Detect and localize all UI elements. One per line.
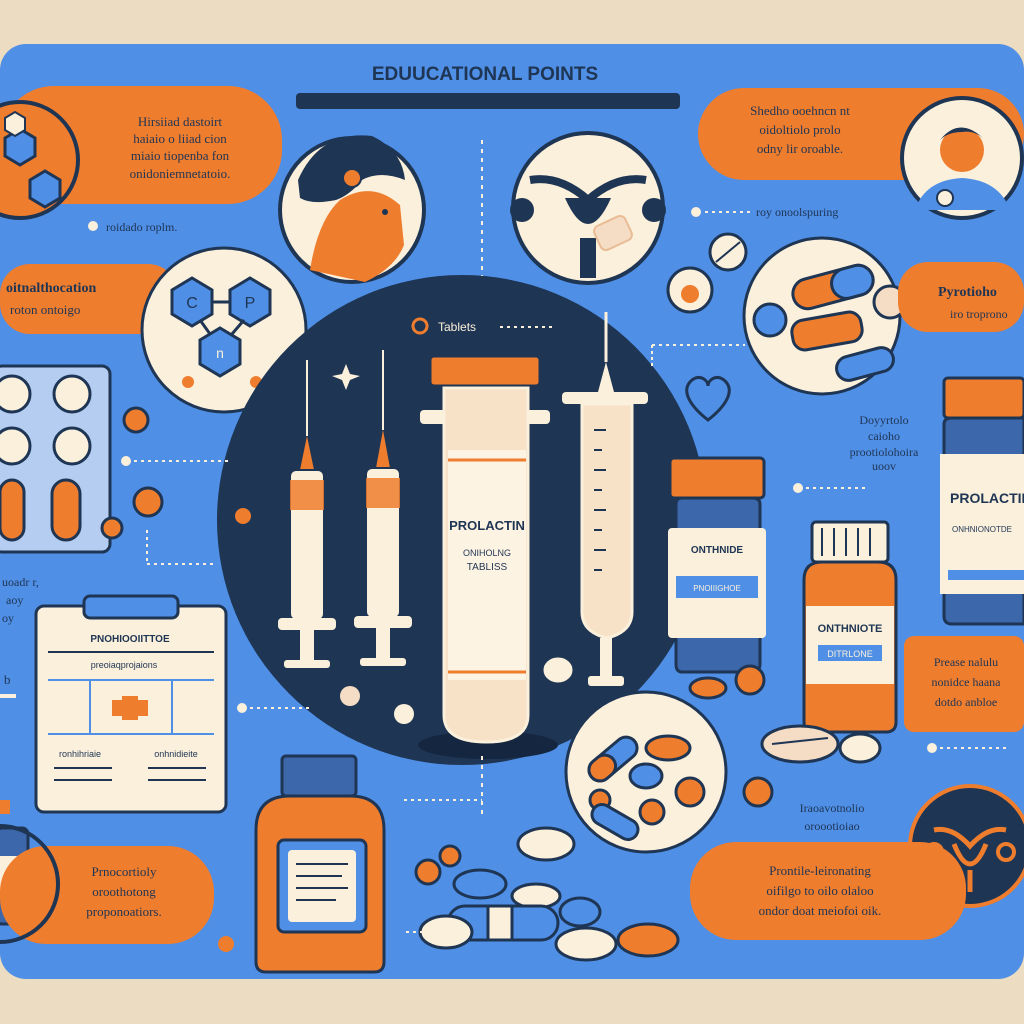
body-text-line: caioho xyxy=(868,429,900,443)
callout-text-line: oroothotong xyxy=(92,884,156,899)
bottle-right: PROLACTIN ONHNIONOTDE xyxy=(940,376,1024,626)
callout-text-line: Shedho ooehncn nt xyxy=(750,103,850,118)
bullet-dot xyxy=(88,221,98,231)
callout-text-line: miaio tiopenba fon xyxy=(131,148,230,163)
clipboard-column-label: ronhihriaie xyxy=(59,749,101,759)
bullet-dot xyxy=(237,703,247,713)
tablet-icon xyxy=(122,406,150,434)
callout-text-line: Prontile-leironating xyxy=(769,863,871,878)
bullet-dot xyxy=(691,207,701,217)
blister-pack xyxy=(0,364,112,554)
body-text-line: prootiolohoira xyxy=(850,445,919,459)
callout-text-line: onidoniemnetatoio. xyxy=(130,166,231,181)
clipboard-subtitle: preoiaqprojaions xyxy=(91,660,158,670)
bullet-dot xyxy=(411,317,429,335)
syringe-middle xyxy=(354,350,412,666)
tube-label: PROLACTIN xyxy=(449,518,525,533)
tablet-icon xyxy=(218,936,234,952)
bullet-text: roy onoolspuring xyxy=(756,205,838,219)
tablet-icon xyxy=(235,508,251,524)
body-text-line: oy xyxy=(2,611,14,625)
patient-head-illustration xyxy=(278,135,426,284)
clipboard-column-label: onhnidieite xyxy=(154,749,198,759)
bottle-label: ONTHNIOTE xyxy=(818,623,883,635)
callout-text-line: haiaio o liiad cion xyxy=(133,131,227,146)
bullet-text: roidado roplm. xyxy=(106,220,177,234)
bottle-orange: ONTHNIOTE DITRLONE xyxy=(802,520,898,734)
tube-shadow xyxy=(418,731,558,759)
medical-cross-icon xyxy=(112,696,148,720)
stethoscope-icon xyxy=(936,189,954,207)
callout-mid-right: Pyrotioho iro troprono xyxy=(898,262,1024,332)
callout-text-line: proponoatiors. xyxy=(86,904,161,919)
prolactin-tube: PROLACTIN ONIHOLNG TABLISS xyxy=(420,354,550,744)
heart-icon xyxy=(685,376,731,422)
bottle-sublabel: DITRLONE xyxy=(827,649,873,659)
callout-text-line: oifilgo to oilo olaloo xyxy=(766,883,873,898)
tablets-cluster-right xyxy=(688,664,882,808)
callout-text-line: Hirsiiad dastoirt xyxy=(138,114,223,129)
body-text-line: uoov xyxy=(872,459,896,473)
tablet-icon xyxy=(100,516,124,540)
callout-text-line: roton ontoigo xyxy=(10,302,80,317)
syringe-left xyxy=(278,360,336,668)
callout-top-right: Shedho ooehncn nt oidoltiolo prolo odny … xyxy=(698,88,1024,220)
body-text-line: oroootioiao xyxy=(804,819,859,833)
molecule-illustration: C P n xyxy=(140,246,308,414)
callout-text-line: dotdo anbloe xyxy=(935,695,997,709)
page-title: EDUUCATIONAL POINTS xyxy=(372,64,598,85)
tube-label: ONIHOLNG xyxy=(463,548,511,558)
title-underline xyxy=(296,93,680,109)
bullet-dot xyxy=(793,483,803,493)
molecule-letter: n xyxy=(216,345,224,361)
pills-cluster-bottom xyxy=(414,826,680,962)
callout-text-line: Pyrotioho xyxy=(938,285,997,300)
tablet-icon xyxy=(540,654,576,686)
body-text-line: aoy xyxy=(6,593,23,607)
tablet-icon xyxy=(132,486,164,518)
callout-text-line: nonidce haana xyxy=(932,675,1002,689)
callout-text-line: Prnocortioly xyxy=(92,864,157,879)
tablet-icon xyxy=(340,686,360,706)
pills-illustration xyxy=(564,690,728,854)
bottle-bottom xyxy=(254,754,386,974)
bullet-dot xyxy=(927,743,937,753)
callout-text-line: oidoltiolo prolo xyxy=(759,122,840,137)
callout-right-lower: Prease nalulu nonidce haana dotdo anbloe xyxy=(904,636,1024,732)
callout-text-line: Prease nalulu xyxy=(934,655,998,669)
body-text-line: Doyyrtolo xyxy=(859,413,908,427)
body-text-line: uoadr r, xyxy=(2,575,39,589)
callout-text-line: ondor doat meiofoi oik. xyxy=(759,903,882,918)
sparkle-icon xyxy=(332,364,360,390)
callout-bottom-right: Prontile-leironating oifilgo to oilo ola… xyxy=(690,842,966,940)
callout-bottom-left: Prnocortioly oroothotong proponoatiors. xyxy=(0,824,214,944)
hexagon-molecule-icon xyxy=(3,110,62,209)
molecule-letter: P xyxy=(245,295,256,312)
clipboard-illustration: PNOHIOOIITTOE preoiaqprojaions ronhihria… xyxy=(34,594,228,814)
tablets-label: Tablets xyxy=(438,320,476,334)
callout-text-line: iro troprono xyxy=(950,307,1008,321)
body-text-line: b xyxy=(4,672,11,687)
tube-label: TABLISS xyxy=(467,562,508,573)
callout-top-left: Hirsiiad dastoirt haiaio o liiad cion mi… xyxy=(0,86,282,220)
tablet-icon xyxy=(394,704,414,724)
bullet-dot xyxy=(121,456,131,466)
syringe-large xyxy=(562,312,648,686)
bottle-sublabel: ONHNIONOTDE xyxy=(952,525,1012,534)
capsules-illustration xyxy=(742,236,908,396)
bottle-label: ONTHNIDE xyxy=(691,545,744,556)
clipboard-title: PNOHIOOIITTOE xyxy=(90,634,170,645)
bottle-label: PROLACTIN xyxy=(950,490,1024,506)
bottle-small: ONTHNIDE PNOIIIGHOE xyxy=(668,456,766,674)
callout-mid-left: oitnalthocation roton ontoigo xyxy=(0,264,178,334)
molecule-letter: C xyxy=(186,295,198,312)
small-divider xyxy=(0,694,16,698)
bottle-sublabel: PNOIIIGHOE xyxy=(693,584,741,593)
body-text-line: Iraoavotnolio xyxy=(800,801,865,815)
callout-text-line: oitnalthocation xyxy=(6,281,96,296)
callout-text-line: odny lir oroable. xyxy=(757,141,843,156)
uterus-illustration xyxy=(510,131,666,285)
